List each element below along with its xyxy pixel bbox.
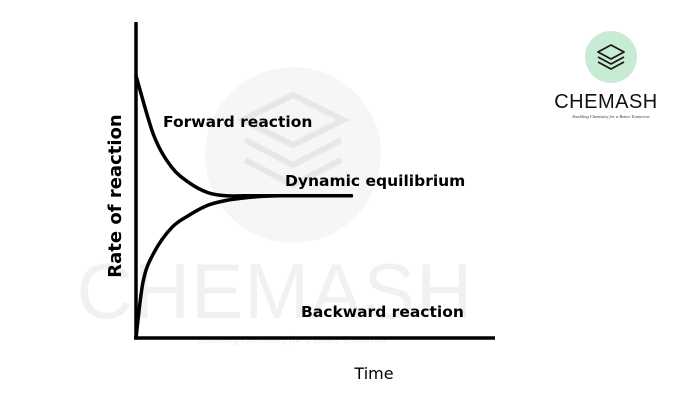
backward-reaction-label: Backward reaction: [301, 303, 464, 321]
series-group: [134, 73, 354, 340]
logo-name: CHEMASH: [554, 91, 658, 113]
watermark-layers-icon: [236, 91, 350, 189]
dynamic-equilibrium-label: Dynamic equilibrium: [285, 172, 465, 190]
axes: [134, 22, 495, 340]
logo-badge: [585, 31, 637, 83]
forward-reaction-label: Forward reaction: [163, 113, 312, 131]
stacked-layers-icon: [597, 44, 625, 70]
logo-tagline: Enabling Chemistry for a Better Tomorrow: [571, 114, 650, 119]
y-axis-title: Rate of reaction: [105, 114, 126, 277]
watermark-tagline: Enabling Chemistry for a Better Tomorrow: [197, 334, 388, 346]
backward-reaction-curve: [134, 194, 354, 340]
chemash-logo: CHEMASH Enabling Chemistry for a Better …: [554, 31, 658, 119]
x-axis-title: Time: [353, 364, 393, 383]
